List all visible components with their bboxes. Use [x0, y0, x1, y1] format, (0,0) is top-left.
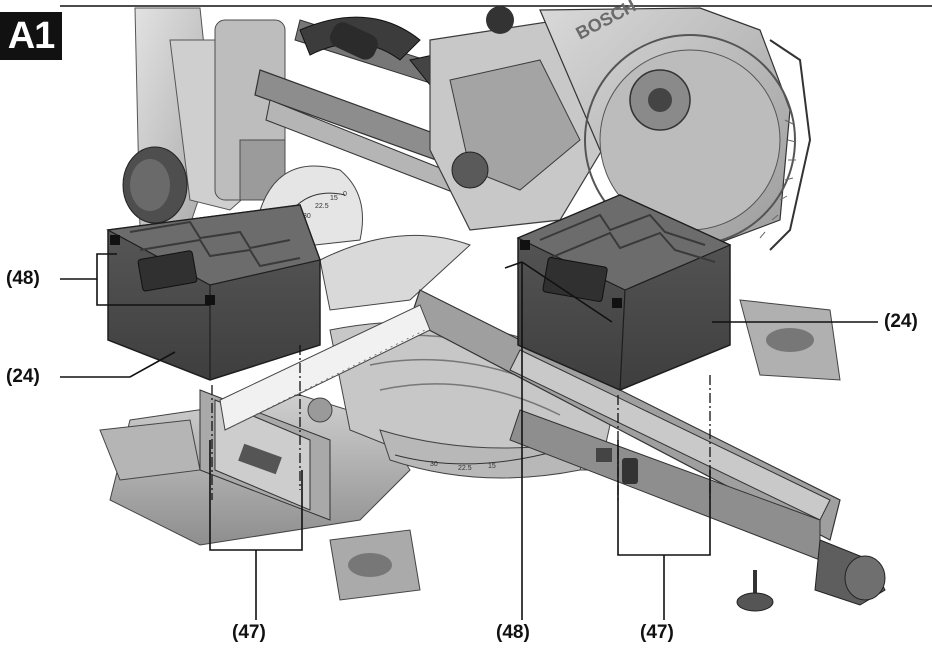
extension-lock-knob — [814, 539, 886, 606]
saw-blade-guard: BOSCH — [539, 0, 812, 251]
miter-scale-label-1: 22.5 — [458, 465, 472, 472]
callout-47-bottom-right: (47) — [640, 622, 674, 643]
callout-24-right: (24) — [884, 311, 918, 332]
left-foot — [99, 419, 421, 601]
callout-48-left: (48) — [6, 268, 40, 289]
callout-48-bottom: (48) — [496, 622, 530, 643]
right-foot — [739, 299, 841, 381]
bevel-knob — [122, 146, 188, 224]
leader-lines — [60, 253, 878, 620]
bevel-dial-label-1: 30 — [303, 213, 311, 220]
callout-47-bottom-left: (47) — [232, 622, 266, 643]
miter-scale-label-2: 15 — [488, 463, 496, 470]
callout-24-left: (24) — [6, 366, 40, 387]
left-box — [106, 204, 321, 381]
right-box — [516, 194, 732, 391]
right-extension — [409, 289, 841, 561]
thumb-screw — [736, 570, 774, 612]
bevel-dial-label-4: 0 — [343, 191, 347, 198]
miter-scale-label-0: 30 — [430, 461, 438, 468]
figure-label-badge: A1 — [0, 12, 62, 60]
ruler-strip — [219, 304, 431, 431]
blade-teeth — [759, 119, 797, 239]
bevel-dial-label-2: 22.5 — [315, 203, 329, 210]
bevel-dial-label-3: 15 — [330, 195, 338, 202]
